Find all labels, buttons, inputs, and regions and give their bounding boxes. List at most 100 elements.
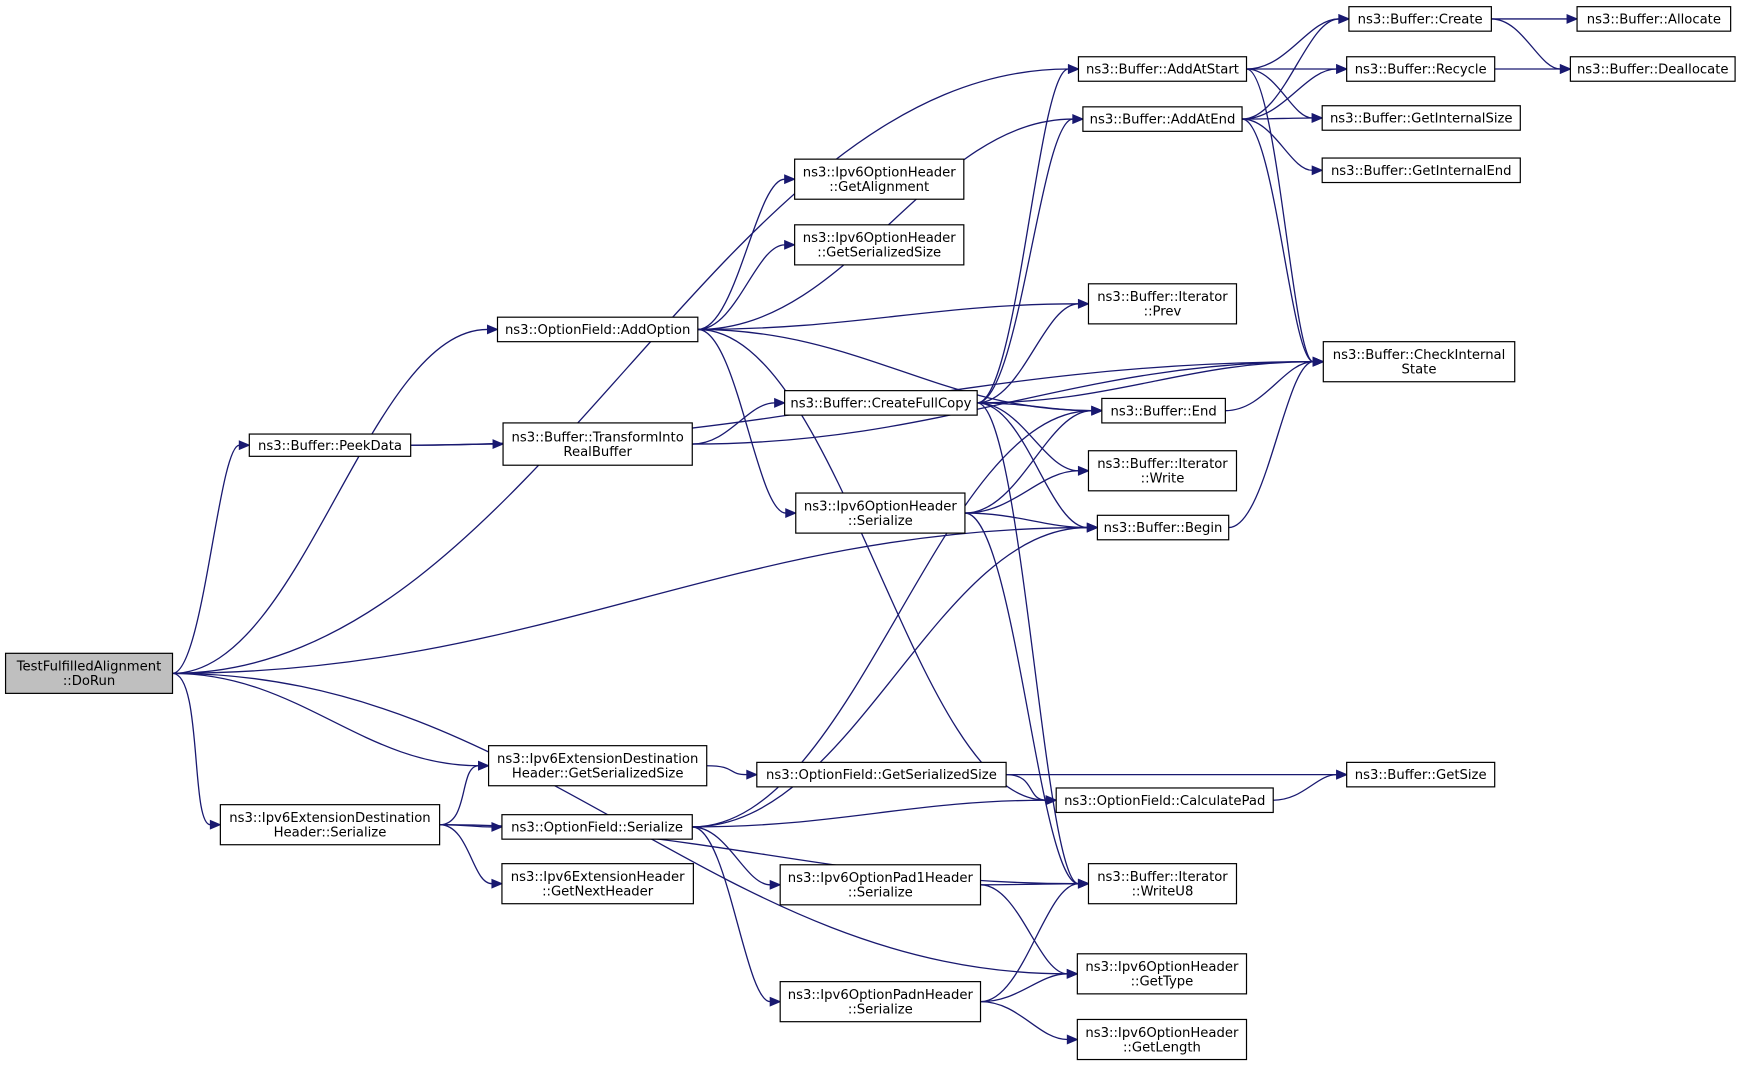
node-iterWrite[interactable]: ns3::Buffer::Iterator::Write <box>1087 450 1238 492</box>
edge-optHdrSerialize-to-writeU8 <box>964 512 1079 885</box>
node-getInternalSize[interactable]: ns3::Buffer::GetInternalSize <box>1321 105 1521 131</box>
edge-extDestSerialize-to-extDestGetSerSize <box>439 765 479 826</box>
edge-arrowhead <box>478 760 490 771</box>
node-optHdrGetSerSize[interactable]: ns3::Ipv6OptionHeader::GetSerializedSize <box>794 224 965 266</box>
node-recycle[interactable]: ns3::Buffer::Recycle <box>1346 56 1496 82</box>
node-pad1Serialize[interactable]: ns3::Ipv6OptionPad1Header::Serialize <box>779 864 982 906</box>
node-iterPrev[interactable]: ns3::Buffer::Iterator::Prev <box>1087 283 1238 325</box>
edge-root-to-addAtStart <box>172 68 1069 674</box>
node-label-line: ns3::Buffer::GetInternalSize <box>1330 112 1513 127</box>
node-deallocate[interactable]: ns3::Buffer::Deallocate <box>1569 56 1736 82</box>
node-extDestSerialize[interactable]: ns3::Ipv6ExtensionDestinationHeader::Ser… <box>219 804 441 846</box>
edge-addAtEnd-to-getInternalEnd <box>1242 118 1313 171</box>
edge-transform-to-createFullCopy <box>692 402 775 445</box>
node-label-line: ns3::OptionField::GetSerializedSize <box>766 768 997 783</box>
node-label-line: ns3::Buffer::CheckInternal <box>1333 348 1506 363</box>
node-addAtEnd[interactable]: ns3::Buffer::AddAtEnd <box>1082 106 1243 132</box>
node-getType[interactable]: ns3::Ipv6OptionHeader::GetType <box>1076 953 1248 995</box>
edge-createFullCopy-to-writeU8 <box>977 402 1079 885</box>
edge-arrowhead <box>1077 298 1090 309</box>
node-box <box>248 433 412 457</box>
node-box <box>1346 761 1496 788</box>
edge-arrowhead <box>1312 356 1325 367</box>
node-getInternalEnd[interactable]: ns3::Buffer::GetInternalEnd <box>1321 157 1521 184</box>
node-label-line: ns3::Ipv6OptionPad1Header <box>788 871 974 886</box>
node-box <box>1076 953 1248 995</box>
node-box <box>1087 863 1238 905</box>
edge-arrowhead <box>1311 113 1324 123</box>
node-label-line: ns3::Buffer::Recycle <box>1355 63 1487 78</box>
node-label-line: ns3::Ipv6OptionHeader <box>803 166 957 181</box>
node-end[interactable]: ns3::Buffer::End <box>1101 397 1226 424</box>
node-label-line: ns3::Buffer::Deallocate <box>1577 63 1729 78</box>
node-optHdrSerialize[interactable]: ns3::Ipv6OptionHeader::Serialize <box>795 492 966 534</box>
node-getLength[interactable]: ns3::Ipv6OptionHeader::GetLength <box>1076 1018 1248 1061</box>
edge-ofSerialize-to-padnSerialize <box>692 826 771 1003</box>
node-ofGetSerSize[interactable]: ns3::OptionField::GetSerializedSize <box>756 761 1007 788</box>
edge-addAtEnd-to-create <box>1242 18 1339 120</box>
edge-arrowhead <box>784 239 796 250</box>
edge-ofSerialize-to-begin <box>692 526 1088 828</box>
node-box <box>794 224 965 266</box>
node-label-line: ::GetSerializedSize <box>817 246 941 261</box>
node-label-line: ::Serialize <box>848 886 913 901</box>
edge-addOption-to-optHdrGetSerSize <box>697 244 785 331</box>
node-label-line: ns3::Ipv6OptionHeader <box>1085 1026 1239 1041</box>
node-extDestGetSerSize[interactable]: ns3::Ipv6ExtensionDestinationHeader::Get… <box>487 745 708 787</box>
node-label-line: State <box>1402 363 1437 378</box>
edge-root-to-addOption <box>172 328 488 674</box>
edge-arrowhead <box>774 397 786 408</box>
edge-ofSerialize-to-pad1Serialize <box>692 826 771 886</box>
node-begin[interactable]: ns3::Buffer::Begin <box>1096 514 1230 541</box>
node-getNextHeader[interactable]: ns3::Ipv6ExtensionHeader::GetNextHeader <box>501 863 694 905</box>
node-box <box>1055 787 1274 814</box>
node-box <box>779 864 982 906</box>
node-label-line: ns3::Buffer::GetSize <box>1355 768 1487 783</box>
edge-root-to-extDestGetSerSize <box>172 672 479 767</box>
node-getSize[interactable]: ns3::Buffer::GetSize <box>1346 761 1496 788</box>
edge-arrowhead <box>491 878 504 889</box>
edge-arrowhead <box>1072 114 1085 125</box>
edge-begin-to-checkInternal <box>1228 361 1314 529</box>
edge-root-to-begin <box>172 526 1088 674</box>
node-create[interactable]: ns3::Buffer::Create <box>1348 6 1492 32</box>
node-box <box>794 158 965 200</box>
node-label-line: ns3::Buffer::Allocate <box>1587 13 1721 28</box>
node-allocate[interactable]: ns3::Buffer::Allocate <box>1576 6 1732 32</box>
edge-createFullCopy-to-addAtStart <box>977 68 1069 404</box>
node-getAlignment[interactable]: ns3::Ipv6OptionHeader::GetAlignment <box>794 158 965 200</box>
node-root[interactable]: TestFulfilledAlignment::DoRun <box>4 652 174 694</box>
node-label-line: ns3::Buffer::End <box>1110 404 1216 419</box>
node-box <box>487 745 708 787</box>
node-calcPad[interactable]: ns3::OptionField::CalculatePad <box>1055 787 1274 814</box>
node-label-line: ns3::OptionField::CalculatePad <box>1064 794 1265 809</box>
edge-arrowhead <box>1086 522 1099 533</box>
node-label-line: ns3::Buffer::AddAtStart <box>1086 63 1239 78</box>
edge-padnSerialize-to-writeU8 <box>980 883 1079 1003</box>
node-box <box>501 814 693 840</box>
node-label-line: Header::GetSerializedSize <box>512 767 684 782</box>
node-writeU8[interactable]: ns3::Buffer::Iterator::WriteU8 <box>1087 863 1238 905</box>
node-label-line: ns3::Buffer::Begin <box>1104 521 1223 536</box>
node-label-line: ::GetAlignment <box>829 180 929 195</box>
edge-ofSerialize-to-end <box>692 410 1092 828</box>
node-ofSerialize[interactable]: ns3::OptionField::Serialize <box>501 814 693 840</box>
edge-pad1Serialize-to-getType <box>980 884 1068 975</box>
node-box <box>779 981 982 1023</box>
node-peekData[interactable]: ns3::Buffer::PeekData <box>248 433 412 457</box>
node-label-line: ns3::Buffer::GetInternalEnd <box>1331 164 1512 179</box>
node-addOption[interactable]: ns3::OptionField::AddOption <box>496 316 699 343</box>
node-padnSerialize[interactable]: ns3::Ipv6OptionPadnHeader::Serialize <box>779 981 982 1023</box>
edge-arrowhead <box>1311 165 1324 176</box>
edge-createFullCopy-to-begin <box>977 402 1088 529</box>
node-label-line: ns3::Buffer::Iterator <box>1097 870 1228 885</box>
node-box <box>1576 6 1732 32</box>
node-addAtStart[interactable]: ns3::Buffer::AddAtStart <box>1077 56 1248 82</box>
edge-create-to-deallocate <box>1491 18 1561 70</box>
node-label-line: ::DoRun <box>63 674 115 689</box>
edge-arrowhead <box>1336 64 1348 74</box>
edge-arrowhead <box>1566 13 1579 24</box>
node-createFullCopy[interactable]: ns3::Buffer::CreateFullCopy <box>784 390 978 416</box>
